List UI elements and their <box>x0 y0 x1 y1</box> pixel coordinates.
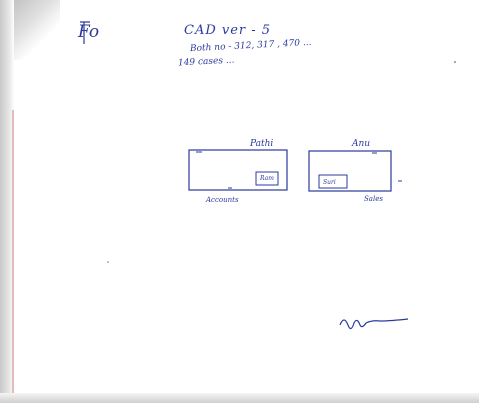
left-box <box>188 149 288 191</box>
header-line-1: CAD ver - 5 <box>184 23 272 38</box>
signature <box>339 318 409 330</box>
margin-line <box>12 110 14 395</box>
page-bottom-edge <box>0 393 479 403</box>
left-box-inner <box>255 171 279 186</box>
left-box-caption: Accounts <box>206 196 239 204</box>
right-box-caption: Sales <box>364 195 383 203</box>
right-box-inner <box>318 174 348 189</box>
left-box-label: Pathi <box>250 139 274 149</box>
right-box-label: Anu <box>352 139 371 149</box>
left-box-inner-label: Ram <box>260 175 274 182</box>
right-box-inner-label: Suri <box>323 179 336 186</box>
page-left-edge <box>0 0 14 403</box>
corner-note: Fo <box>78 22 100 42</box>
right-box <box>308 150 392 192</box>
